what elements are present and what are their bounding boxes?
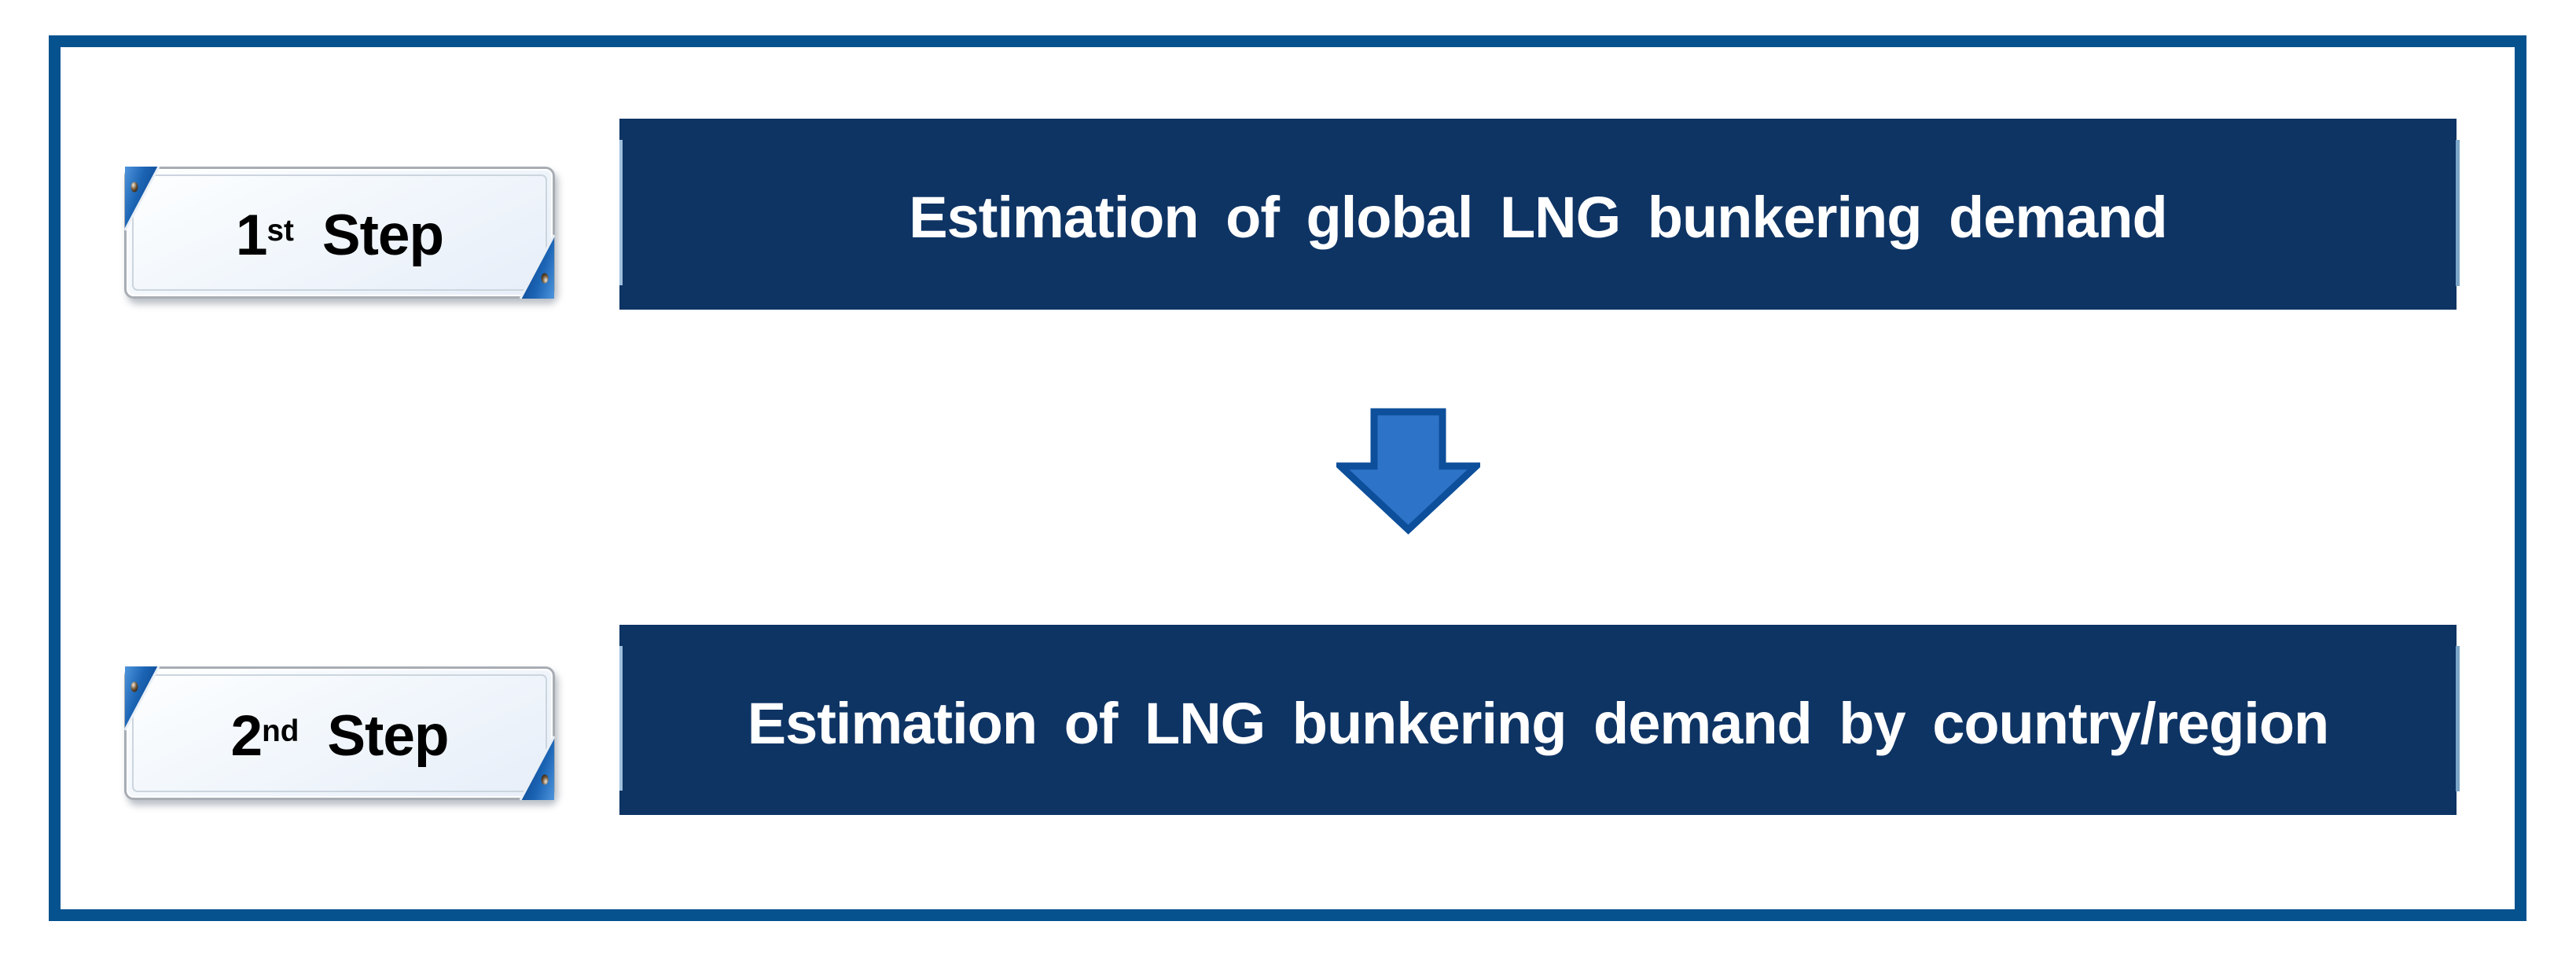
diagram-frame [49,35,2526,921]
step-1-banner-text: Estimation of global LNG bunkering deman… [909,185,2167,250]
step-2-ordinal: nd [262,714,299,749]
step-2-word: Step [327,703,449,768]
step-1-number: 1 [235,203,268,267]
step-2-banner-text: Estimation of LNG bunkering demand by co… [747,690,2329,756]
step-2-banner: Estimation of LNG bunkering demand by co… [619,625,2460,815]
down-arrow-icon [1336,408,1480,535]
step-1-banner: Estimation of global LNG bunkering deman… [619,119,2460,310]
step-2-number: 2 [230,703,263,768]
step-1-ordinal: st [266,214,294,248]
step-1-word: Step [322,203,444,267]
